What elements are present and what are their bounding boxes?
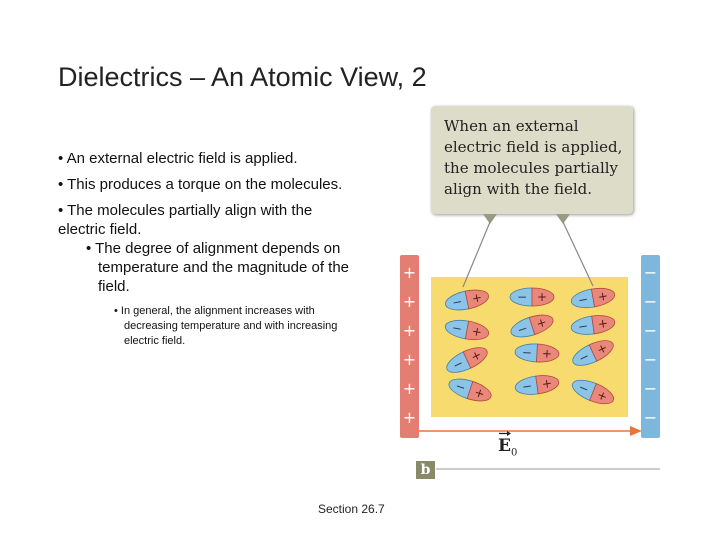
callout-pointer-left	[483, 214, 497, 224]
polar-molecule: −+	[510, 314, 554, 338]
bullet-list: • An external electric field is applied.…	[58, 149, 358, 349]
polar-molecule: −+	[446, 347, 488, 373]
vector-arrow-icon	[499, 431, 511, 436]
svg-text:+: +	[597, 316, 609, 331]
positive-plate	[400, 255, 419, 438]
polar-molecule: −+	[509, 287, 555, 307]
callout-line-2: electric field is applied,	[444, 138, 623, 156]
field-subscript: 0	[510, 447, 518, 459]
slide-title: Dielectrics – An Atomic View, 2	[58, 62, 427, 92]
callout-line-1: When an external	[444, 117, 579, 135]
svg-text:+: +	[535, 315, 549, 331]
polar-molecule: −+	[514, 343, 560, 363]
field-label: E0	[498, 436, 517, 458]
sub-sub-bullet-alignment-general: • In general, the alignment increases wi…	[114, 305, 338, 347]
svg-text:+: +	[471, 324, 483, 340]
field-arrowhead	[630, 426, 642, 436]
callout-line-4: align with the field.	[444, 180, 593, 198]
dielectric-figure: +−+−+−+−+−+− −+−+−+−+−+−+−+−+−+−+−+−+	[400, 214, 660, 470]
pointer-line-right	[562, 221, 594, 287]
svg-text:−: −	[576, 380, 591, 397]
svg-text:−: −	[521, 379, 533, 394]
negative-plate	[641, 255, 660, 438]
polar-molecule: −+	[571, 380, 615, 404]
polar-molecule: −+	[572, 340, 614, 366]
svg-text:+: +	[473, 385, 487, 401]
pointer-line-left	[462, 221, 491, 288]
svg-text:−: −	[517, 290, 527, 304]
polar-molecule: −+	[448, 378, 492, 402]
negative-sign-3: −	[644, 321, 657, 340]
svg-text:−: −	[454, 379, 468, 395]
bullet-torque: • This produces a torque on the molecule…	[58, 176, 343, 193]
polar-molecule: −+	[444, 319, 490, 341]
positive-sign-6: +	[403, 408, 416, 427]
svg-text:−: −	[577, 319, 589, 334]
polar-molecule: −+	[570, 287, 616, 309]
positive-sign-3: +	[403, 321, 416, 340]
footer-section: Section 26.7	[318, 502, 385, 516]
negative-sign-6: −	[644, 408, 657, 427]
panel-label: b	[416, 461, 435, 479]
bullet-field-applied: • An external electric field is applied.	[58, 150, 298, 167]
field-symbol: E	[498, 436, 511, 456]
callout-pointer-right	[556, 214, 570, 224]
polar-molecule: −+	[570, 315, 616, 335]
svg-text:+: +	[470, 290, 483, 306]
svg-text:+: +	[595, 387, 610, 404]
svg-text:−: −	[577, 292, 589, 308]
negative-sign-1: −	[644, 263, 657, 282]
positive-sign-5: +	[403, 379, 416, 398]
negative-sign-2: −	[644, 292, 657, 311]
svg-text:+: +	[537, 290, 547, 304]
positive-sign-2: +	[403, 292, 416, 311]
positive-sign-1: +	[403, 263, 416, 282]
negative-sign-5: −	[644, 379, 657, 398]
callout-box: When an external electric field is appli…	[431, 106, 633, 214]
svg-text:+: +	[541, 376, 553, 391]
svg-text:+: +	[597, 288, 609, 304]
svg-text:+: +	[542, 346, 553, 361]
positive-sign-4: +	[403, 350, 416, 369]
svg-text:−: −	[516, 321, 530, 337]
svg-text:−: −	[451, 320, 463, 336]
sub-bullet-alignment-depends: • The degree of alignment depends on tem…	[86, 240, 350, 295]
bullet-partial-align: • The molecules partially align with the…	[58, 202, 313, 238]
polar-molecule: −+	[445, 289, 489, 311]
svg-text:−: −	[522, 345, 533, 360]
svg-text:−: −	[451, 294, 464, 310]
polar-molecule: −+	[514, 375, 560, 395]
negative-sign-4: −	[644, 350, 657, 369]
callout-line-3: the molecules partially	[444, 159, 619, 177]
